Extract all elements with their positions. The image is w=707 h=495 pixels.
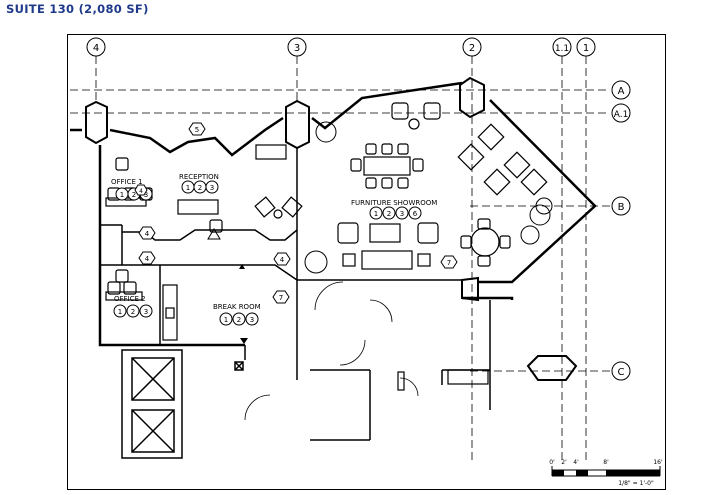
- grid-row-a: A: [618, 86, 625, 97]
- scale-bar: 0' 2' 4' 8' 16' 1/8" = 1'-0": [549, 459, 663, 487]
- keynote-5: 5: [195, 126, 199, 134]
- grid-col-3: 3: [294, 43, 300, 54]
- showroom-tag-6: 6: [413, 210, 418, 218]
- break-room-tags: 1 2 3: [219, 312, 259, 326]
- room-label-office2: OFFICE 2: [114, 295, 146, 303]
- keynote-4-a: 4: [145, 230, 150, 238]
- scale-tick-2: 2': [561, 459, 567, 466]
- showroom-tags: 1 2 3 6: [369, 206, 422, 220]
- room-label-office1: OFFICE 1: [111, 178, 143, 186]
- showroom-tag-1: 1: [374, 210, 378, 218]
- grid-column-bubbles: 4 3 2 1.1 1: [86, 37, 596, 57]
- room-label-showroom: FURNITURE SHOWROOM: [351, 199, 437, 207]
- office1-tag-3: 3: [144, 191, 148, 199]
- break-tag-3: 3: [250, 316, 254, 324]
- office1-tag-2: 2: [132, 191, 136, 199]
- keynote-tags: 5 4 4 4 7 7 4: [134, 122, 458, 304]
- drawing-frame: [67, 34, 666, 490]
- reception-tag-2: 2: [198, 184, 202, 192]
- grid-col-1-1: 1.1: [555, 44, 569, 54]
- showroom-tag-3: 3: [400, 210, 404, 218]
- break-tag-2: 2: [237, 316, 241, 324]
- keynote-7-b: 7: [447, 259, 451, 267]
- grid-row-c: C: [618, 367, 625, 378]
- grid-col-1: 1: [583, 43, 589, 54]
- reception-tags: 1 2 3: [181, 180, 219, 194]
- showroom-tag-2: 2: [387, 210, 391, 218]
- office2-tag-3: 3: [144, 308, 148, 316]
- suite-title: SUITE 130 (2,080 SF): [6, 2, 149, 16]
- grid-row-bubbles: A A.1 B C: [611, 80, 631, 381]
- keynote-4-c: 4: [280, 256, 285, 264]
- scale-label: 1/8" = 1'-0": [618, 480, 654, 487]
- office1-tag-1: 1: [120, 191, 124, 199]
- scale-tick-16: 16': [653, 459, 663, 466]
- room-label-break-room: BREAK ROOM: [213, 303, 261, 311]
- office2-tags: 1 2 3: [113, 304, 153, 318]
- grid-row-a1: A.1: [614, 110, 629, 120]
- keynote-4-d: 4: [139, 188, 143, 195]
- room-label-reception: RECEPTION: [179, 173, 219, 181]
- grid-col-2: 2: [469, 43, 475, 54]
- grid-col-4: 4: [93, 43, 99, 54]
- office2-tag-2: 2: [131, 308, 135, 316]
- break-tag-1: 1: [224, 316, 228, 324]
- scale-tick-4: 4': [573, 459, 579, 466]
- reception-tag-1: 1: [186, 184, 190, 192]
- keynote-7-a: 7: [279, 294, 283, 302]
- scale-tick-0: 0': [549, 459, 555, 466]
- grid-row-b: B: [618, 202, 625, 213]
- scale-tick-8: 8': [603, 459, 609, 466]
- office2-tag-1: 1: [118, 308, 122, 316]
- keynote-4-b: 4: [145, 255, 150, 263]
- reception-tag-3: 3: [210, 184, 214, 192]
